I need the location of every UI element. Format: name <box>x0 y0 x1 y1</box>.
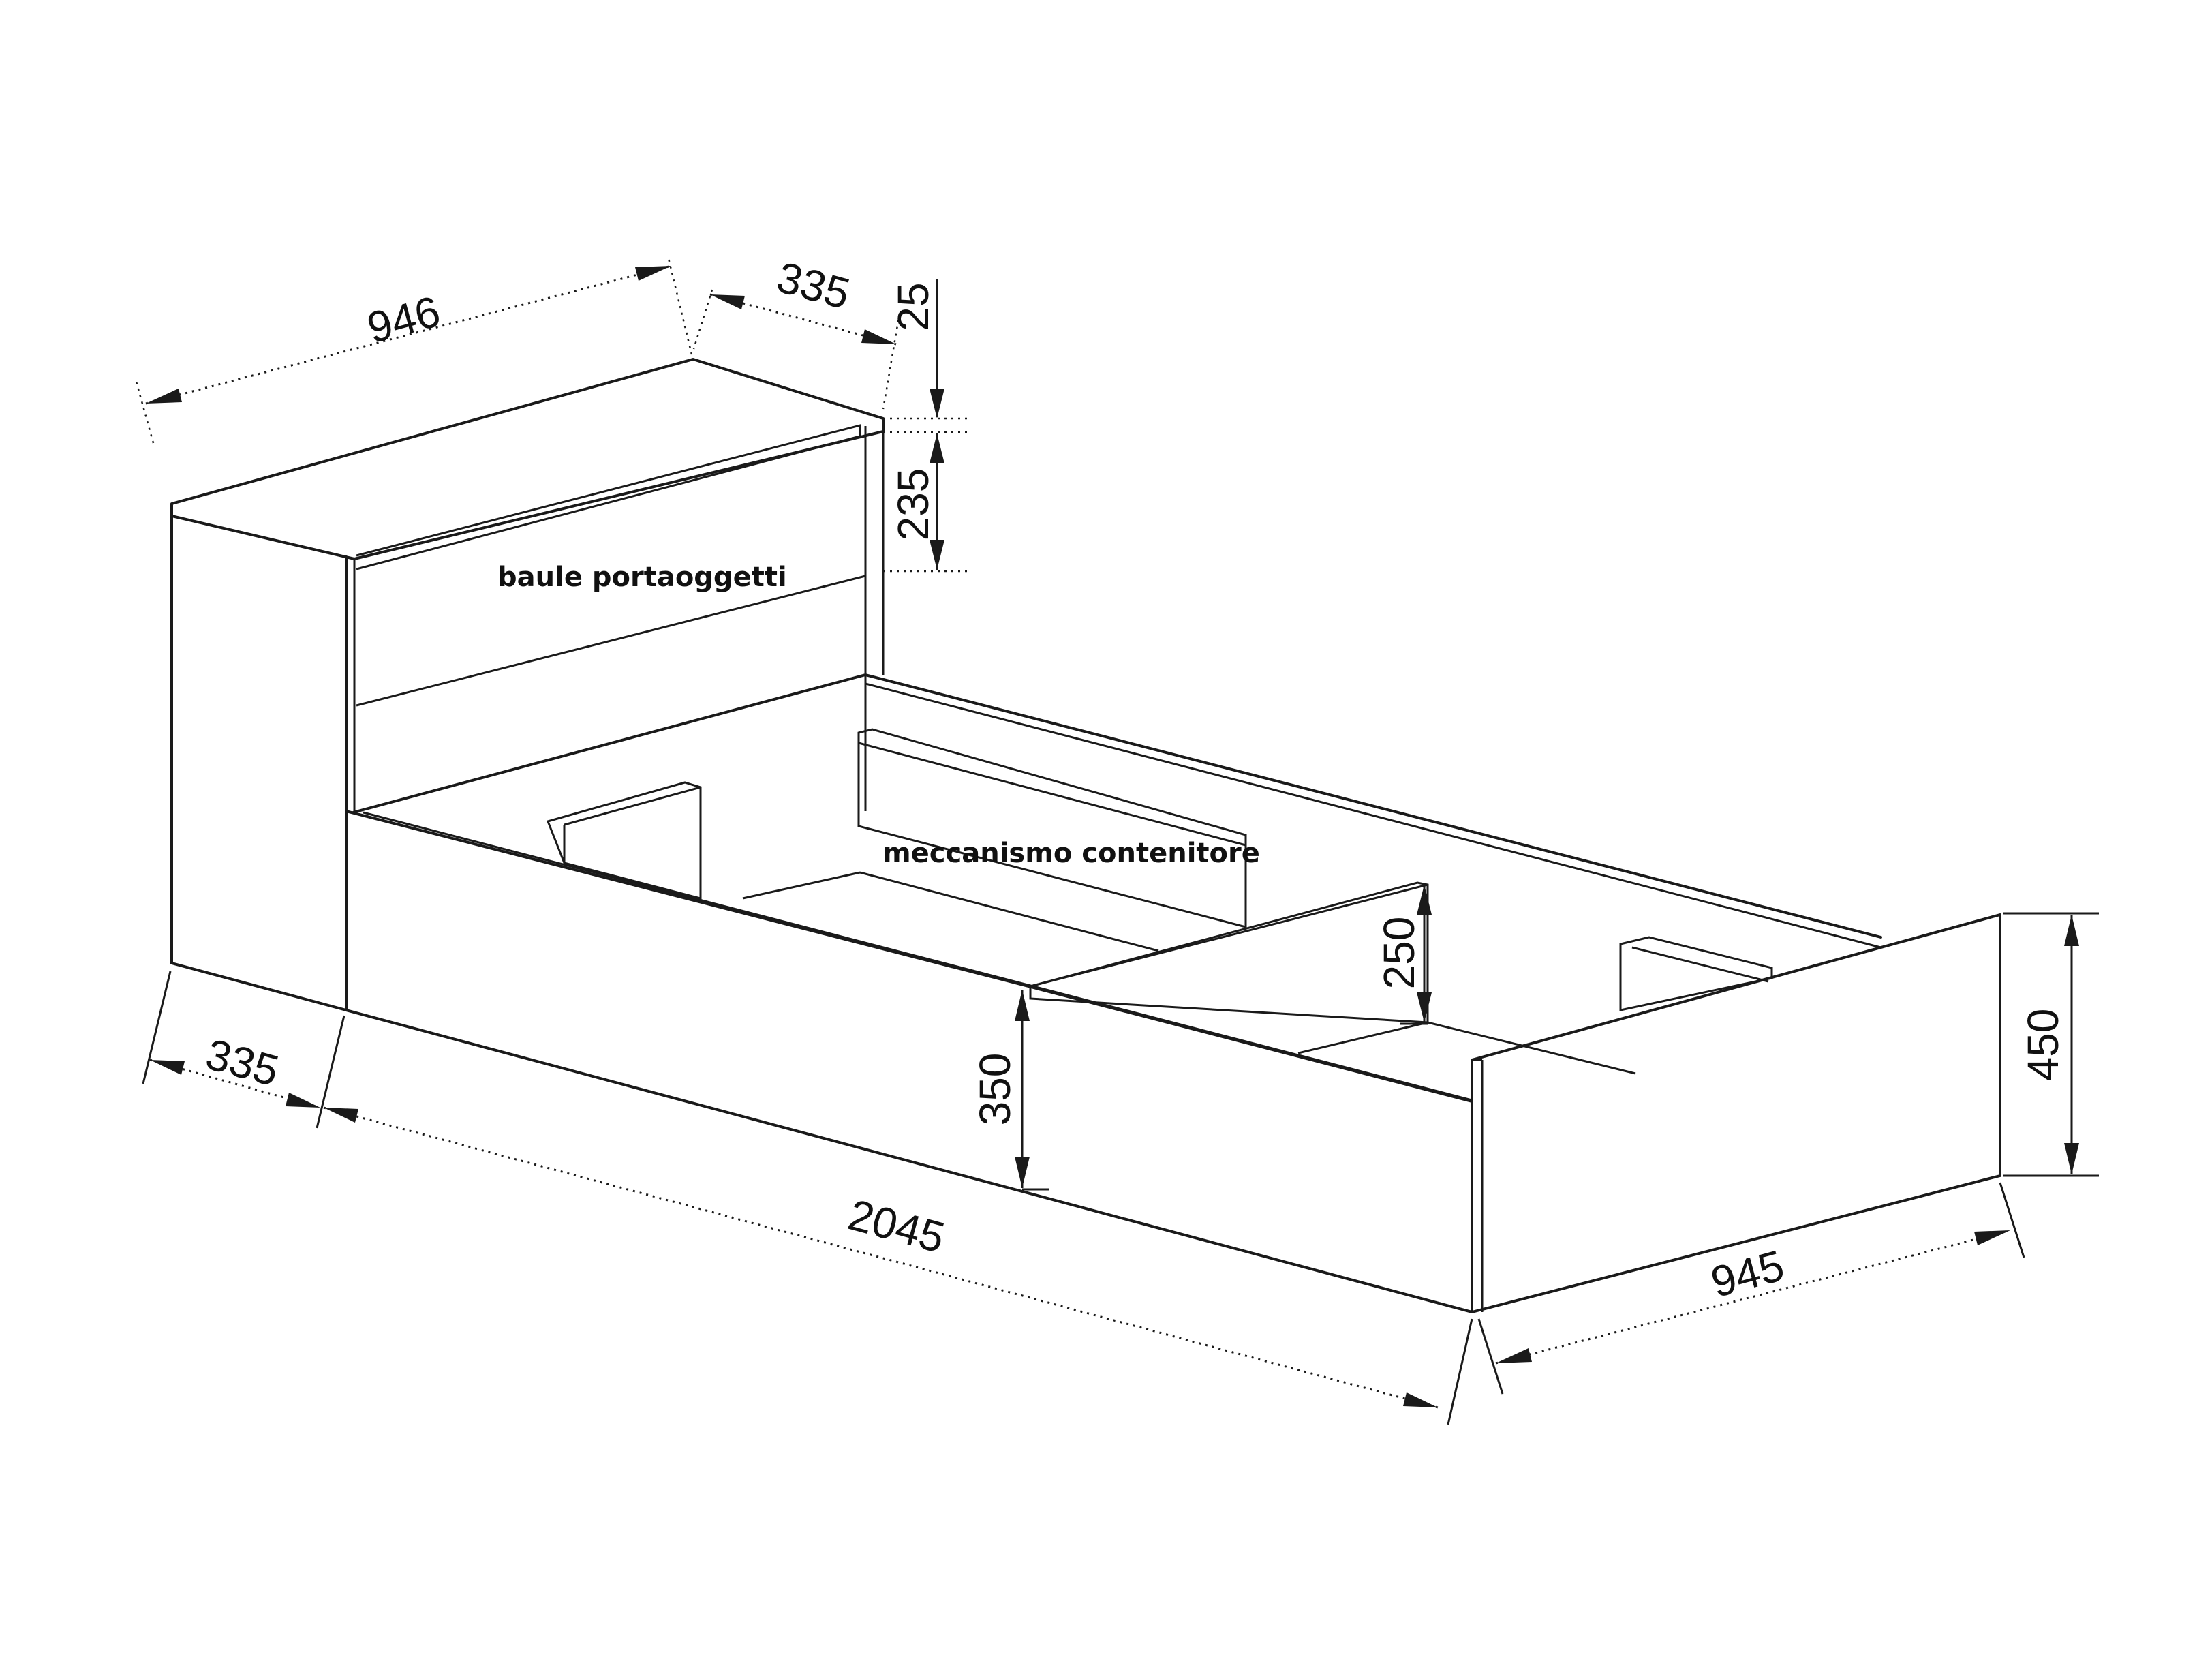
dimension-label: 335 <box>772 252 855 318</box>
dimension-label: 250 <box>1374 917 1424 990</box>
storage-box-label: baule portaoggetti <box>497 562 787 593</box>
dimension-label: 25 <box>889 282 938 331</box>
dimension-label: 235 <box>889 468 938 541</box>
dimension-label: 350 <box>970 1053 1019 1126</box>
dimension-label: 945 <box>1706 1241 1789 1307</box>
dimension-storage-height: 235 <box>883 433 968 573</box>
dimension-label: 2045 <box>844 1190 950 1262</box>
dimension-headboard-depth: 335 <box>692 252 901 410</box>
headboard <box>170 358 885 1011</box>
dimension-label: 335 <box>201 1029 284 1095</box>
dimension-bed-height: 450 <box>2003 912 2099 1177</box>
dimension-headboard-width: 946 <box>135 255 693 444</box>
dimension-label: 450 <box>2018 1009 2068 1082</box>
dimension-label: 946 <box>362 286 445 352</box>
bed-frame <box>345 673 2001 1313</box>
inner-partitions <box>546 728 1773 1075</box>
dimension-divider-height: 250 <box>1374 885 1432 1025</box>
container-mechanism-label: meccanismo contenitore <box>882 838 1260 869</box>
dimension-side-height: 350 <box>970 990 1049 1191</box>
dimension-base-depth: 335 <box>142 971 345 1129</box>
dimension-headboard-top: 25 <box>883 279 968 433</box>
